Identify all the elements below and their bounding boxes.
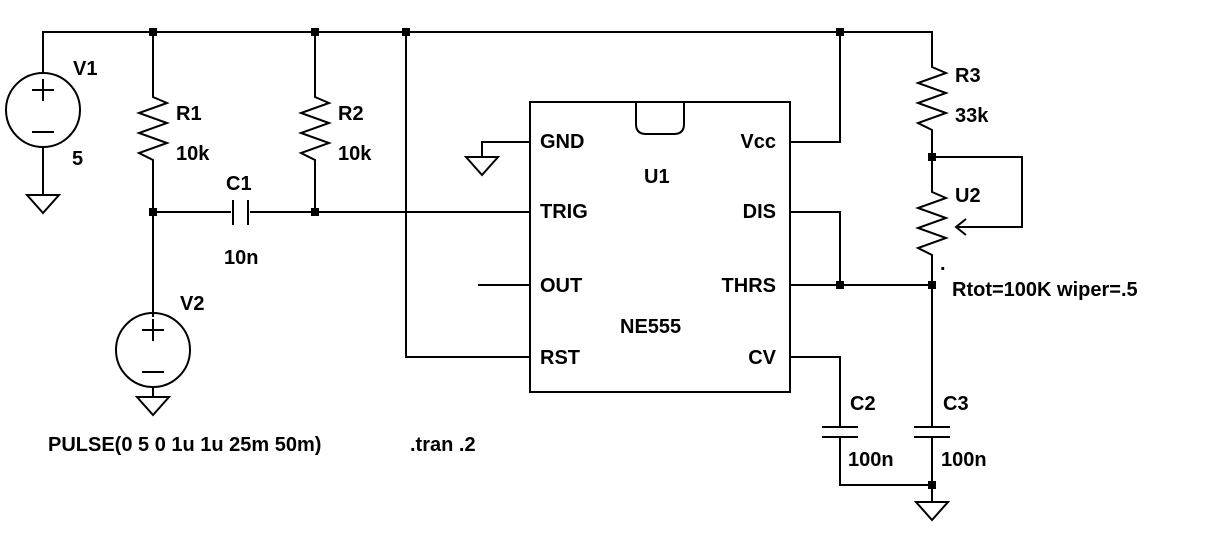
resistor-r1[interactable]: R1 10k: [136, 92, 210, 172]
capacitor-c2[interactable]: C2 100n: [822, 393, 894, 471]
pin-label-thrs: THRS: [722, 275, 776, 297]
resistor-r2[interactable]: R2 10k: [298, 92, 372, 172]
capacitor-c2-name: C2: [850, 393, 876, 415]
junction-dot: [836, 281, 844, 289]
junction-dot: [149, 28, 157, 36]
pin-label-trig: TRIG: [540, 201, 588, 223]
wire-pot-wiper-loop: [932, 156, 1023, 228]
spice-directive[interactable]: .tran .2: [410, 434, 476, 456]
resistor-r3[interactable]: R3 33k: [915, 62, 989, 142]
capacitor-c3[interactable]: C3 100n: [914, 393, 987, 471]
ic-u1-body: [529, 101, 791, 393]
source-v2-circle: [115, 312, 191, 388]
wire-vcc-pin: [790, 32, 841, 143]
source-v2[interactable]: V2: [115, 293, 204, 388]
source-v1-value: 5: [72, 148, 83, 170]
potentiometer-u2-mark: .: [940, 253, 946, 275]
pin-label-out: OUT: [540, 275, 582, 297]
capacitor-c3-name: C3: [943, 393, 969, 415]
resistor-r2-zigzag: [298, 92, 332, 172]
junction-dot: [836, 28, 844, 36]
junction-dot: [928, 281, 936, 289]
junction-dot: [311, 28, 319, 36]
pin-label-cv: CV: [748, 347, 776, 369]
ic-u1[interactable]: U1 NE555 GND TRIG OUT RST Vcc DIS THRS C…: [529, 101, 791, 393]
source-v2-value: PULSE(0 5 0 1u 1u 25m 50m): [48, 434, 321, 456]
capacitor-c1-name: C1: [226, 173, 252, 195]
wires: [42, 31, 1023, 502]
junction-dot: [402, 28, 410, 36]
ic-u1-name: U1: [644, 166, 670, 188]
resistor-r1-name: R1: [176, 103, 202, 125]
wire-cv: [790, 356, 841, 427]
junction-dot: [928, 481, 936, 489]
wire-cap-ground: [839, 437, 932, 486]
resistor-r3-name: R3: [955, 65, 981, 87]
ground-icon: [134, 396, 172, 417]
pin-label-dis: DIS: [743, 201, 776, 223]
resistor-r3-value: 33k: [955, 105, 989, 127]
potentiometer-u2-params: Rtot=100K wiper=.5: [952, 279, 1138, 301]
wiper-arrow-icon: [954, 218, 967, 236]
capacitor-c1-value: 10n: [224, 247, 258, 269]
source-v1-circle: [5, 72, 81, 148]
wire-dis: [790, 211, 841, 285]
pin-label-rst: RST: [540, 347, 580, 369]
potentiometer-u2[interactable]: U2 . Rtot=100K wiper=.5: [915, 185, 1138, 301]
resistor-r1-zigzag: [136, 92, 170, 172]
pin-label-gnd: GND: [540, 131, 584, 153]
wire-top-rail: [42, 31, 933, 72]
capacitor-c2-value: 100n: [848, 449, 894, 471]
junction-dot: [928, 153, 936, 161]
ground-icon: [463, 156, 501, 177]
resistor-r1-value: 10k: [176, 143, 210, 165]
ground-icon: [24, 194, 62, 215]
source-v2-name: V2: [180, 293, 204, 315]
junction-dot: [149, 208, 157, 216]
ground-symbols: [24, 156, 951, 522]
source-v1[interactable]: V1 5: [5, 58, 97, 170]
source-v1-name: V1: [73, 58, 97, 80]
potentiometer-u2-name: U2: [955, 185, 981, 207]
wire-gnd-pin: [481, 141, 530, 157]
capacitor-c1[interactable]: C1 10n: [224, 173, 258, 269]
ic-notch-icon: [635, 102, 685, 135]
junction-dot: [311, 208, 319, 216]
resistor-r3-zigzag: [915, 62, 949, 142]
ground-icon: [913, 501, 951, 522]
capacitor-c3-value: 100n: [941, 449, 987, 471]
wire-rst: [405, 32, 530, 358]
pin-label-vcc: Vcc: [740, 131, 776, 153]
ic-u1-part: NE555: [620, 316, 681, 338]
resistor-r2-value: 10k: [338, 143, 372, 165]
potentiometer-u2-zigzag: [915, 187, 949, 267]
junctions: [149, 28, 936, 489]
resistor-r2-name: R2: [338, 103, 364, 125]
